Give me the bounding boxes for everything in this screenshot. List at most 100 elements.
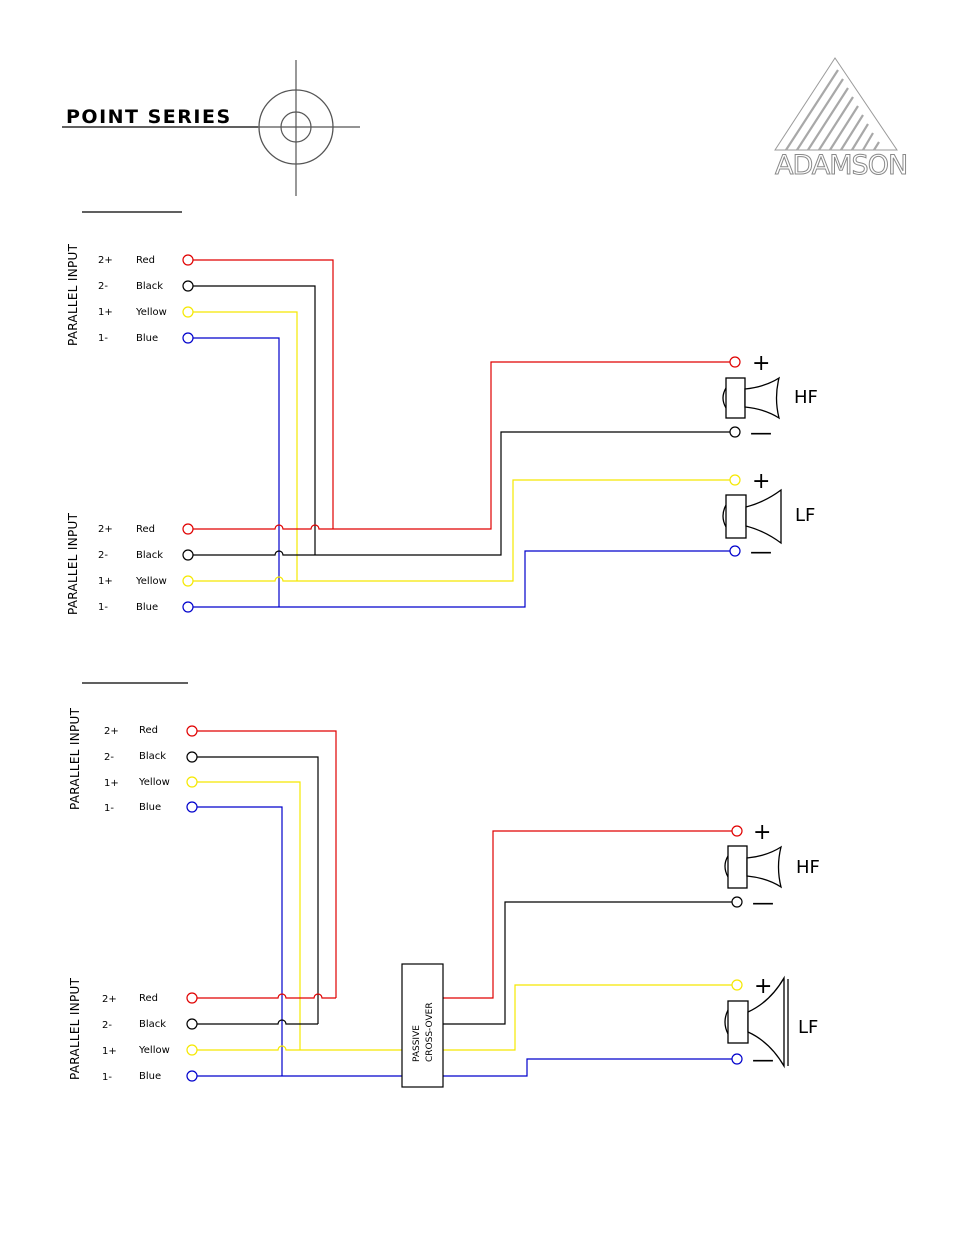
terminal-icon xyxy=(182,254,194,266)
pin-label: 2- xyxy=(98,281,108,292)
pin-label: 2+ xyxy=(98,524,113,535)
minus-sign: — xyxy=(750,540,772,565)
terminal-icon xyxy=(186,725,198,737)
terminal-icon xyxy=(186,1070,198,1082)
pin-label: 1- xyxy=(98,333,108,344)
terminal-icon xyxy=(186,776,198,788)
crossover-box xyxy=(401,963,444,1088)
color-label: Red xyxy=(136,524,155,535)
plus-sign: + xyxy=(753,820,771,845)
wires-2 xyxy=(197,730,732,1077)
hf-label: HF xyxy=(794,387,818,408)
lf-label: LF xyxy=(798,1017,818,1038)
terminal-icon xyxy=(186,1018,198,1030)
header: POINT SERIES ADAMSON xyxy=(62,57,909,196)
terminal-icon xyxy=(186,801,198,813)
pin-label: 2- xyxy=(102,1020,112,1031)
color-label: Red xyxy=(136,255,155,266)
terminal-icon xyxy=(731,825,743,837)
color-label: Blue xyxy=(139,1071,161,1082)
terminal-icon xyxy=(182,601,194,613)
parallel-input-label: PARALLEL INPUT xyxy=(66,243,80,346)
wire-black-link xyxy=(193,285,316,555)
color-label: Black xyxy=(136,281,163,292)
terminal-icon xyxy=(182,523,194,535)
terminal-icon xyxy=(729,545,741,557)
wire-black-bus xyxy=(197,1019,318,1025)
color-label: Blue xyxy=(139,802,161,813)
terminal-icon xyxy=(731,979,743,991)
terminal-icon xyxy=(182,332,194,344)
crossover-label-1: PASSIVE xyxy=(412,1025,422,1062)
lf-horn-icon xyxy=(722,488,782,545)
pin-label: 1+ xyxy=(102,1046,117,1057)
wire-yellow-lf xyxy=(193,479,730,582)
minus-sign: — xyxy=(752,891,774,916)
wires-1 xyxy=(193,259,730,608)
crosshair-icon xyxy=(258,60,360,196)
terminal-icon xyxy=(186,992,198,1004)
pin-label: 1+ xyxy=(98,576,113,587)
input-group-1a: PARALLEL INPUT 2+ Red 2- Black 1+ Yellow… xyxy=(66,243,167,346)
brand-name: ADAMSON xyxy=(775,150,907,181)
wire-blue-link xyxy=(197,806,283,1076)
adamson-logo-icon: ADAMSON xyxy=(774,57,909,182)
terminal-icon xyxy=(186,751,198,763)
crossover-label-2: CROSS-OVER xyxy=(425,1002,435,1062)
series-title: POINT SERIES xyxy=(66,106,232,128)
minus-sign: — xyxy=(752,1048,774,1073)
plus-sign: + xyxy=(752,351,770,376)
color-label: Yellow xyxy=(138,1045,170,1056)
color-label: Yellow xyxy=(135,576,167,587)
color-label: Red xyxy=(139,993,158,1004)
pin-label: 2+ xyxy=(98,255,113,266)
terminal-icon xyxy=(182,306,194,318)
wire-red-hf xyxy=(443,830,732,999)
wire-blue-link xyxy=(193,337,280,607)
lf-driver-1: + — LF xyxy=(722,469,815,565)
hf-driver-2: + — HF xyxy=(724,820,820,916)
color-label: Black xyxy=(139,1019,166,1030)
hf-driver-1: + — HF xyxy=(722,351,818,446)
wire-black-hf xyxy=(193,431,730,556)
wire-yellow-link xyxy=(193,311,298,581)
input-group-1b: PARALLEL INPUT 2+ Red 2- Black 1+ Yellow… xyxy=(66,512,167,615)
pin-label: 1- xyxy=(102,1072,112,1083)
wire-yellow-to-crossover xyxy=(197,1045,402,1051)
hf-horn-icon xyxy=(724,845,783,889)
lf-driver-2: + — LF xyxy=(724,974,818,1073)
terminal-icon xyxy=(182,549,194,561)
terminals-1 xyxy=(182,254,741,613)
terminal-icon xyxy=(182,575,194,587)
color-label: Black xyxy=(136,550,163,561)
pin-label: 1+ xyxy=(98,307,113,318)
wire-red-link xyxy=(197,730,337,998)
wire-yellow-link xyxy=(197,781,301,1050)
wire-black-hf xyxy=(443,901,732,1025)
pin-label: 1- xyxy=(98,602,108,613)
pin-label: 2+ xyxy=(102,994,117,1005)
passive-crossover: PASSIVE CROSS-OVER xyxy=(401,963,444,1088)
pin-label: 2+ xyxy=(104,726,119,737)
diagram-1: PARALLEL INPUT 2+ Red 2- Black 1+ Yellow… xyxy=(66,211,818,615)
terminal-icon xyxy=(182,280,194,292)
terminal-icon xyxy=(729,474,741,486)
plus-sign: + xyxy=(752,469,770,494)
color-label: Black xyxy=(139,751,166,762)
pin-label: 2- xyxy=(104,752,114,763)
pin-label: 2- xyxy=(98,550,108,561)
wire-red-hf xyxy=(193,361,730,530)
hf-horn-icon xyxy=(722,376,781,420)
wire-blue-lf xyxy=(443,1058,732,1077)
wire-red-link xyxy=(193,259,334,529)
color-label: Blue xyxy=(136,602,158,613)
terminal-icon xyxy=(729,356,741,368)
wire-blue-lf xyxy=(193,550,730,608)
color-label: Blue xyxy=(136,333,158,344)
parallel-input-label: PARALLEL INPUT xyxy=(68,977,82,1080)
terminal-icon xyxy=(731,1053,743,1065)
diagram-2: PARALLEL INPUT 2+ Red 2- Black 1+ Yellow… xyxy=(68,682,820,1088)
input-group-2b: PARALLEL INPUT 2+ Red 2- Black 1+ Yellow… xyxy=(68,977,170,1083)
color-label: Yellow xyxy=(138,777,170,788)
color-label: Red xyxy=(139,725,158,736)
